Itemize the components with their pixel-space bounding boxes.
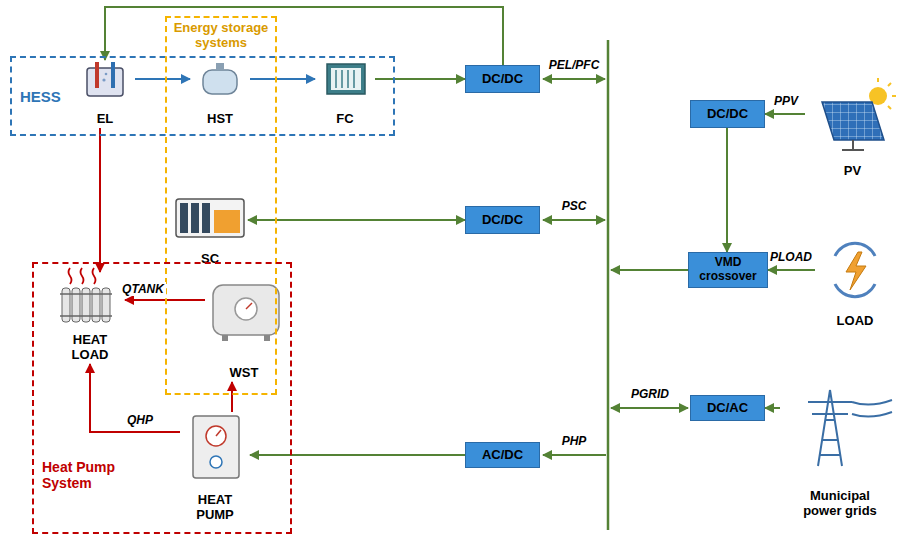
heat-pump-group: Heat Pump System HEAT LOAD WST HEAT PUMP [32, 262, 292, 534]
electrolyzer-icon [87, 62, 123, 96]
hess-group: HESS EL HST FC [10, 56, 395, 136]
water-tank-node: WST [205, 280, 283, 382]
icon-label: WST [230, 366, 259, 381]
flow-connector [250, 78, 315, 80]
grid-node: Municipal power grids [780, 385, 900, 520]
box-label: DC/AC [707, 401, 748, 416]
dc-bus [607, 40, 610, 530]
flow-connector [99, 128, 101, 272]
load-icon [835, 243, 875, 297]
converter-box: DC/DC [465, 206, 540, 234]
flow-connector [135, 78, 190, 80]
supercapacitor-node: SC [172, 196, 248, 268]
flow-connector [765, 113, 805, 115]
power-label: PEL/PFC [547, 58, 602, 72]
fuel-cell-node: FC [315, 60, 375, 128]
converter-box: AC/DC [465, 442, 540, 468]
box-label: DC/DC [482, 213, 523, 228]
bus-wire [543, 454, 606, 456]
power-label: PGRID [629, 387, 671, 401]
icon-label: Municipal power grids [795, 489, 885, 519]
flow-connector [768, 269, 815, 271]
bus-wire [611, 269, 688, 271]
icon-label: LOAD [837, 314, 874, 329]
radiator-icon [60, 268, 112, 322]
power-label: PSC [560, 199, 589, 213]
flow-connector [231, 382, 233, 412]
power-pylon-icon [808, 390, 892, 466]
heat-pump-node: HEAT PUMP [180, 412, 250, 524]
flow-connector [765, 407, 780, 409]
load-node: LOAD [815, 238, 895, 330]
converter-box: DC/DC [465, 65, 540, 93]
flow-label: PLOAD [768, 250, 814, 264]
flow-connector [250, 454, 465, 456]
box-label: AC/DC [482, 448, 523, 463]
flow-label: PPV [772, 94, 800, 108]
heat-pump-icon [193, 416, 239, 478]
crossover-box: VMD crossover [688, 252, 768, 288]
icon-label: PV [844, 164, 861, 179]
icon-label: SC [201, 252, 219, 267]
fuel-cell-icon [327, 64, 365, 94]
storage-group: Energy storage systemsSC [165, 16, 277, 395]
bus-wire [611, 407, 688, 409]
icon-label: HEAT LOAD [60, 333, 120, 363]
bus-wire [543, 219, 605, 221]
group-heading: Energy storage systems [167, 21, 275, 51]
converter-box: DC/DC [690, 100, 765, 128]
flow-label: QTANK [120, 282, 166, 296]
water-tank-icon [213, 285, 279, 341]
converter-box: DC/AC [690, 395, 765, 421]
group-heading: Heat Pump System [42, 459, 154, 491]
heat-load-node: HEAT LOAD [55, 272, 125, 364]
flow-label: QHP [125, 413, 155, 427]
bus-wire [543, 78, 605, 80]
supercapacitor-icon [176, 199, 244, 237]
box-label: DC/DC [482, 72, 523, 87]
flow-connector [726, 128, 728, 252]
pv-node: PV [805, 80, 900, 180]
electrolyzer-node: EL [75, 60, 135, 128]
group-heading: HESS [20, 88, 80, 105]
hydrogen-tank-icon [203, 63, 237, 94]
box-label: VMD crossover [693, 256, 763, 284]
pv-panel-icon [822, 78, 896, 150]
hydrogen-tank-node: HST [190, 60, 250, 128]
flow-connector [375, 78, 465, 80]
box-label: DC/DC [707, 107, 748, 122]
icon-label: FC [336, 112, 353, 127]
power-label: PHP [560, 434, 589, 448]
icon-label: HST [207, 112, 233, 127]
flow-connector [248, 219, 465, 221]
icon-label: HEAT PUMP [185, 493, 245, 523]
icon-label: EL [97, 112, 114, 127]
